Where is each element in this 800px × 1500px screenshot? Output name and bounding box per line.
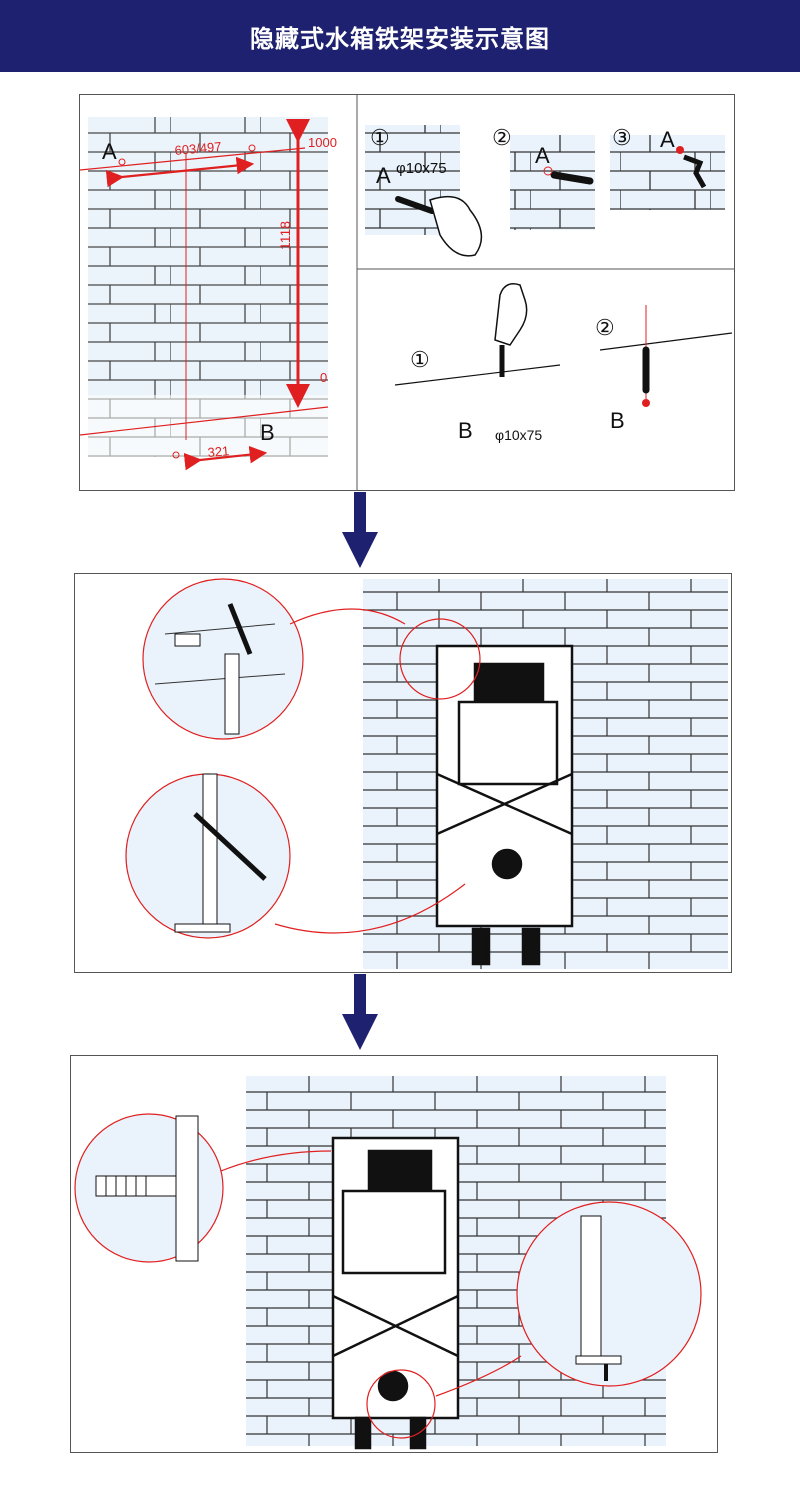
drill-a-step2-number: ② [492, 125, 512, 150]
drill-a-step3-number: ③ [612, 125, 632, 150]
step-down-arrow-icon [342, 974, 378, 1050]
step1-diagram: A B 603/497 1118 1000 0 321 ① ② ③ A A A … [79, 95, 734, 490]
page-header: 隐藏式水箱铁架安装示意图 [0, 0, 800, 72]
drill-icon [395, 195, 483, 257]
drill-b-step2-number: ② [595, 315, 615, 340]
page-title: 隐藏式水箱铁架安装示意图 [250, 24, 550, 53]
bolt-nut-icon [95, 1175, 177, 1197]
drill-a-label-1: A [376, 163, 391, 188]
drill-b-label-2: B [610, 408, 625, 433]
drill-a-label-2: A [535, 143, 550, 168]
drill-b-section: ① ② B B φ10x75 [394, 283, 733, 443]
drill-b-step1-number: ① [410, 347, 430, 372]
detail-circle-top [142, 578, 304, 740]
tank-frame [331, 1136, 460, 1450]
anchor-bolt-icon [550, 171, 594, 185]
dim-width-label: 603/497 [174, 139, 222, 158]
wall-label-b: B [260, 420, 275, 445]
drill-a-size-label: φ10x75 [396, 160, 447, 177]
drill-a-section: ① ② ③ A A A φ10x75 [365, 125, 725, 257]
drill-a-step1-number: ① [370, 125, 390, 150]
drill-down-icon [494, 283, 528, 377]
drill-a-label-3: A [660, 127, 675, 152]
detail-marker-top [399, 618, 481, 700]
dim-top-label: 1000 [308, 135, 337, 150]
detail-circle-bolt [74, 1113, 224, 1263]
step1-panel: A B 603/497 1118 1000 0 321 ① ② ③ A A A … [79, 94, 735, 491]
dim-zero-label: 0 [320, 370, 327, 385]
step3-panel [70, 1055, 718, 1453]
tank-frame [435, 644, 574, 966]
drill-b-size-label: φ10x75 [495, 427, 542, 443]
step-down-arrow-icon [342, 492, 378, 568]
dim-bottom-label: 321 [207, 443, 230, 460]
detail-marker-foot [366, 1369, 436, 1439]
detail-circle-anchor [516, 1201, 702, 1387]
step3-diagram [74, 1076, 702, 1450]
step2-diagram [125, 578, 728, 969]
dim-height-label: 1118 [277, 221, 293, 250]
hook-bolt-icon [683, 154, 707, 189]
drill-b-label-1: B [458, 418, 473, 443]
wall-label-a: A [102, 139, 117, 164]
wall-layout-section: A B 603/497 1118 1000 0 321 [79, 117, 357, 490]
detail-circle-bottom [125, 773, 291, 939]
step2-panel [74, 573, 732, 973]
